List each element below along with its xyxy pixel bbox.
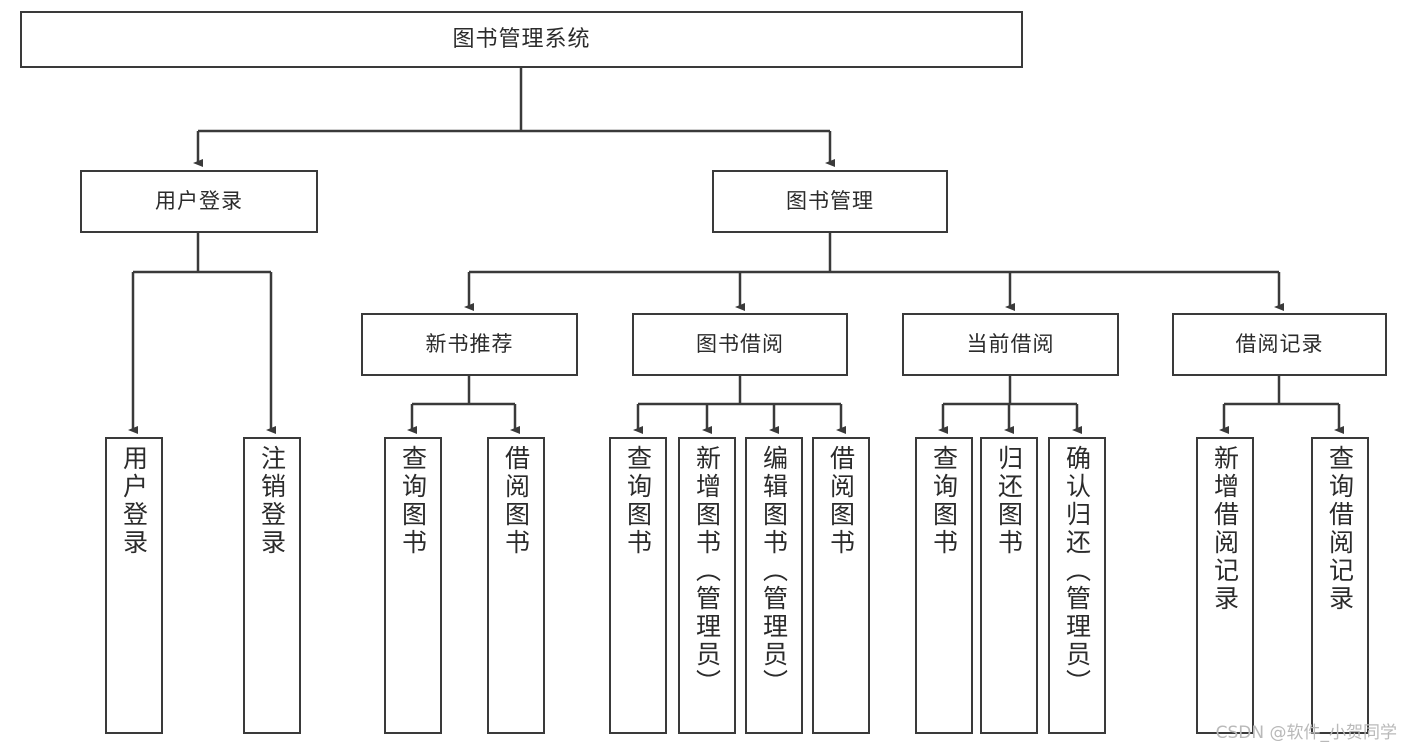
node-borrow-records[interactable]: 借阅记录: [1172, 313, 1387, 376]
node-current-borrow[interactable]: 当前借阅: [902, 313, 1119, 376]
leaf-book-borrow-1[interactable]: 新增图书（管理员）: [678, 437, 736, 734]
leaf-current-borrow-0[interactable]: 查询图书: [915, 437, 973, 734]
node-label: 归还图书: [994, 445, 1024, 557]
node-user-login[interactable]: 用户登录: [80, 170, 318, 233]
node-book-borrow[interactable]: 图书借阅: [632, 313, 848, 376]
leaf-current-borrow-1[interactable]: 归还图书: [980, 437, 1038, 734]
leaf-book-borrow-0[interactable]: 查询图书: [609, 437, 667, 734]
node-label: 查询图书: [623, 445, 653, 557]
node-label: 编辑图书（管理员）: [759, 445, 789, 697]
node-label: 借阅图书: [501, 445, 531, 557]
leaf-new-book-recommend-0[interactable]: 查询图书: [384, 437, 442, 734]
node-label: 查询图书: [929, 445, 959, 557]
node-label: 图书管理系统: [452, 26, 591, 52]
node-label: 用户登录: [119, 445, 149, 557]
node-label: 新增图书（管理员）: [692, 445, 722, 697]
leaf-borrow-records-0[interactable]: 新增借阅记录: [1196, 437, 1254, 734]
node-label: 图书管理: [786, 189, 874, 214]
node-label: 注销登录: [257, 445, 287, 557]
node-book-management[interactable]: 图书管理: [712, 170, 948, 233]
node-label: 查询图书: [398, 445, 428, 557]
leaf-book-borrow-2[interactable]: 编辑图书（管理员）: [745, 437, 803, 734]
node-label: 新书推荐: [425, 332, 514, 357]
node-label: 用户登录: [155, 189, 243, 214]
node-root-book-management-system[interactable]: 图书管理系统: [20, 11, 1023, 68]
leaf-new-book-recommend-1[interactable]: 借阅图书: [487, 437, 545, 734]
node-label: 新增借阅记录: [1210, 445, 1240, 613]
leaf-user-login-0[interactable]: 用户登录: [105, 437, 163, 734]
node-label: 查询借阅记录: [1325, 445, 1355, 613]
node-new-book-recommend[interactable]: 新书推荐: [361, 313, 578, 376]
leaf-current-borrow-2[interactable]: 确认归还（管理员）: [1048, 437, 1106, 734]
leaf-user-login-1[interactable]: 注销登录: [243, 437, 301, 734]
node-label: 借阅记录: [1235, 332, 1324, 357]
leaf-book-borrow-3[interactable]: 借阅图书: [812, 437, 870, 734]
node-label: 确认归还（管理员）: [1062, 445, 1092, 697]
node-label: 当前借阅: [966, 332, 1055, 357]
node-label: 借阅图书: [826, 445, 856, 557]
leaf-borrow-records-1[interactable]: 查询借阅记录: [1311, 437, 1369, 734]
watermark: CSDN @软件_小贺同学: [1215, 723, 1397, 743]
node-label: 图书借阅: [696, 332, 784, 357]
